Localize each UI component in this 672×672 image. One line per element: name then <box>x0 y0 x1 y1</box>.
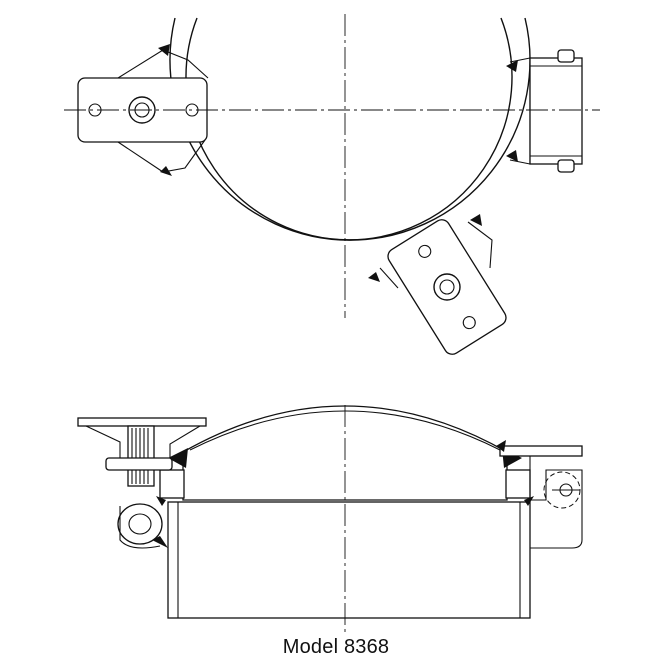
right-flange-ring <box>505 469 531 499</box>
plan-view <box>64 14 600 355</box>
model-caption: Model 8368 <box>282 636 390 658</box>
right-hinge-bracket <box>509 57 531 165</box>
swing-bolt-nut <box>105 457 173 471</box>
lower-lug-plate <box>387 219 507 355</box>
lower-lug-bolt-outer <box>433 273 461 301</box>
lower-lug-hole-top <box>418 244 432 258</box>
left-lug-bolt-outer <box>128 96 156 124</box>
swing-bolt-eye <box>117 503 163 545</box>
left-clamp-plate <box>77 417 207 427</box>
lower-lug-hole-bottom <box>462 316 476 330</box>
lower-lug-bolt-inner <box>439 279 455 295</box>
ring-inner-arc <box>185 17 513 241</box>
right-hinge-plate <box>499 445 583 457</box>
left-flange-ring <box>159 469 185 499</box>
ring-outer-arc <box>169 17 531 241</box>
section-view <box>77 405 583 632</box>
hinge-pin-bottom <box>557 159 575 173</box>
lower-lug-bracket <box>379 221 493 289</box>
left-arm-bracket <box>117 49 209 79</box>
hinge-block <box>529 57 583 165</box>
neck-cylinder <box>167 501 531 619</box>
hinge-pin-top <box>557 49 575 63</box>
